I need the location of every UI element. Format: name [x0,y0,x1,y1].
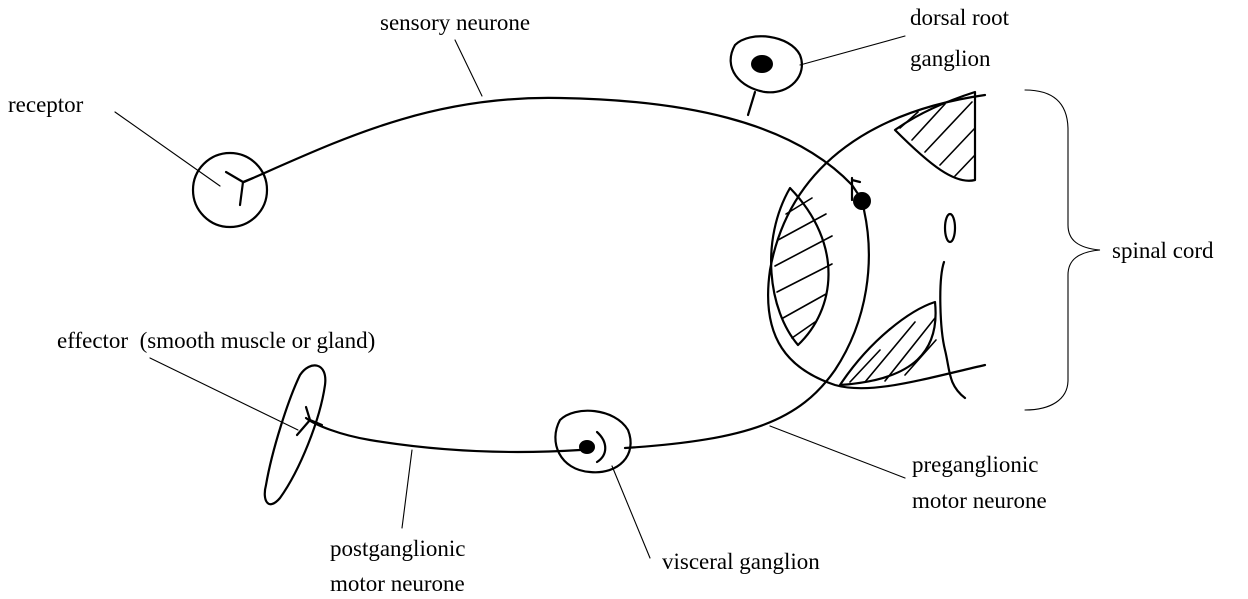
spinal-cord-section [768,92,985,398]
preganglionic-fibre [625,210,869,448]
postganglionic-label-line1: postganglionic [330,536,465,561]
receptor-ending [226,172,253,205]
sensory-neurone-leader [455,40,482,96]
visceral-ganglion-label: visceral ganglion [662,549,820,574]
visceral-synapse [597,432,605,462]
dorsal-root-ganglion-label-line1: dorsal root [910,5,1010,30]
preganglionic-cell-body [853,192,871,210]
dorsal-root-ganglion-label-line2: ganglion [910,46,991,71]
effector-label: effector (smooth muscle or gland) [57,328,375,353]
preganglionic-leader [770,426,905,478]
ganglion-stalk [748,92,755,115]
preganglionic-label-line2: motor neurone [912,488,1047,513]
sensory-pathway [193,36,862,227]
sensory-neurone-label: sensory neurone [380,10,530,35]
receptor-leader [115,112,220,186]
postganglionic-label-line2: motor neurone [330,571,465,596]
dorsal-root-ganglion-leader [800,36,905,65]
postganglionic-leader [402,450,412,528]
labels: sensory neurone dorsal root ganglion rec… [8,5,1214,596]
postganglionic-fibre [306,418,580,452]
visceral-ganglion [555,411,630,473]
spinal-cord-brace [1025,90,1100,410]
sensory-neurone-axon [244,98,862,200]
visceral-cell-body [579,440,595,454]
receptor-label: receptor [8,92,84,117]
leader-lines [115,36,905,558]
ventral-median-fissure [940,262,965,398]
central-canal [945,214,955,242]
receptor-organ [193,153,267,227]
lateral-horn-grey-matter [771,188,832,345]
effector-leader [150,358,298,430]
effector-organ [265,365,326,504]
spinal-cord-label: spinal cord [1112,238,1214,263]
ganglion-cell-body [751,55,773,73]
ventral-horn-grey-matter [840,302,936,385]
visceral-ganglion-leader [612,466,650,558]
preganglionic-label-line1: preganglionic [912,452,1038,477]
